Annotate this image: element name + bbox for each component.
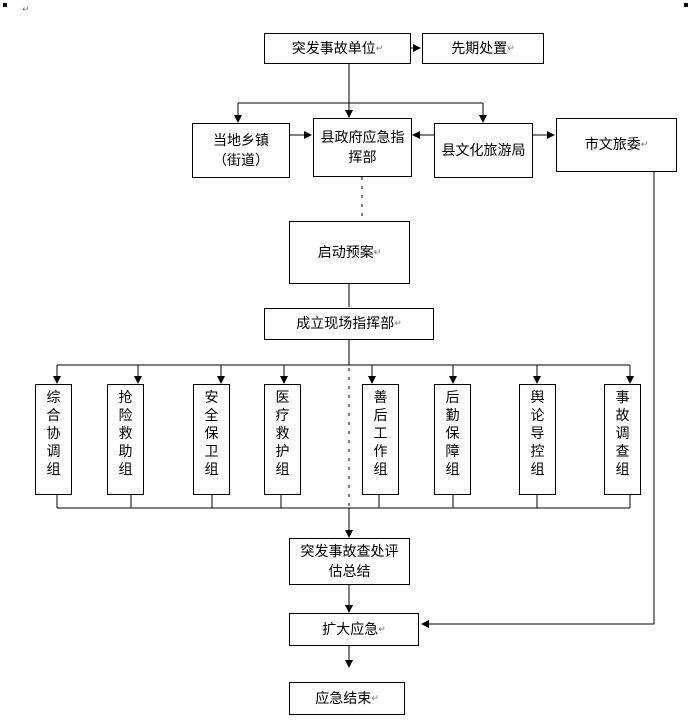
- group-label: 医 疗 救 护 组: [275, 390, 290, 478]
- group-security: 安 全 保 卫 组: [193, 384, 230, 495]
- group-label: 舆 论 导 控 组: [530, 390, 545, 478]
- node-investigation-summary: 突发事故查处评估总结: [289, 538, 410, 585]
- corner-mark: [684, 3, 688, 7]
- node-initial-response: 先期处置↵: [422, 33, 544, 64]
- node-response-end: 应急结束↵: [289, 682, 405, 715]
- group-label: 综 合 协 调 组: [46, 390, 61, 478]
- group-public-opinion: 舆 论 导 控 组: [519, 384, 556, 495]
- group-label: 善 后 工 作 组: [373, 390, 388, 478]
- group-investigation: 事 故 调 查 组: [604, 384, 641, 495]
- group-comprehensive-coordination: 综 合 协 调 组: [35, 384, 72, 495]
- group-aftermath: 善 后 工 作 组: [362, 384, 399, 495]
- group-label: 抢 险 救 助 组: [118, 390, 133, 478]
- node-expand-response: 扩大应急↵: [289, 613, 419, 646]
- group-medical: 医 疗 救 护 组: [264, 384, 301, 495]
- paragraph-mark: ↵: [22, 5, 30, 15]
- node-onsite-command: 成立现场指挥部↵: [264, 308, 434, 340]
- node-county-command: 县政府应急指挥部: [313, 118, 412, 177]
- group-rescue: 抢 险 救 助 组: [107, 384, 144, 495]
- node-activate-plan: 启动预案↵: [289, 221, 410, 284]
- node-emergency-unit: 突发事故单位↵: [264, 33, 411, 64]
- group-logistics: 后 勤 保 障 组: [434, 384, 471, 495]
- node-county-culture-bureau: 县文化旅游局: [434, 123, 533, 178]
- node-city-culture-committee: 市文旅委↵: [556, 118, 677, 172]
- group-label: 事 故 调 查 组: [615, 390, 630, 478]
- corner-mark: [3, 3, 7, 7]
- group-label: 后 勤 保 障 组: [445, 390, 460, 478]
- group-label: 安 全 保 卫 组: [204, 390, 219, 478]
- node-local-town: 当地乡镇（街道）: [192, 123, 290, 178]
